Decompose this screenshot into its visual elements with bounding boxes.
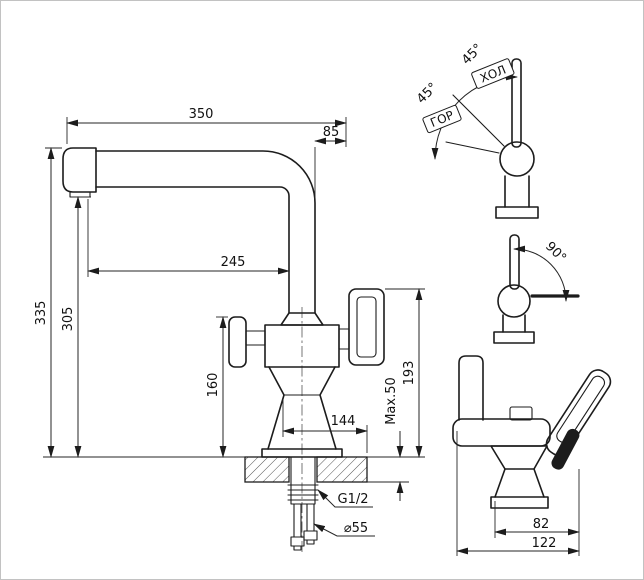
lever-edge-dark bbox=[551, 428, 580, 470]
spout-tube-outer bbox=[95, 150, 316, 314]
hose-right bbox=[306, 503, 315, 532]
dim-82-label: 82 bbox=[533, 517, 550, 532]
rotation-arc bbox=[513, 245, 570, 302]
countertop-left bbox=[244, 456, 290, 483]
hose-left bbox=[293, 503, 302, 538]
dim-245-label: 245 bbox=[221, 255, 246, 270]
spout-tube-inner bbox=[95, 186, 290, 314]
loop-handle-tilted bbox=[545, 369, 612, 457]
shank bbox=[290, 456, 316, 505]
leader-thread bbox=[317, 489, 373, 508]
countertop-right bbox=[316, 456, 368, 483]
body-right-profile bbox=[319, 366, 337, 450]
angle-45a-label: 45° bbox=[459, 41, 486, 68]
body-left-profile bbox=[267, 366, 285, 450]
top-cap bbox=[509, 406, 533, 421]
main-view: 350 85 245 335 305 160 bbox=[34, 107, 425, 553]
dim-305-label: 305 bbox=[61, 307, 76, 332]
spout-column bbox=[458, 355, 484, 421]
leader-hole bbox=[313, 523, 375, 537]
cold-tag: ХОЛ bbox=[471, 58, 515, 89]
dim-max50-label: Max.50 bbox=[384, 377, 399, 425]
base-flange bbox=[490, 496, 549, 509]
main-dimensions: 350 85 245 335 305 160 bbox=[34, 107, 425, 537]
thread-label: G1/2 bbox=[338, 492, 369, 507]
hole-label: ⌀55 bbox=[344, 521, 368, 536]
loop-inner bbox=[556, 375, 606, 443]
cold-tag-box bbox=[471, 58, 515, 89]
shank-threads bbox=[287, 484, 319, 501]
hot-tag-box bbox=[422, 104, 462, 134]
dim-335-label: 335 bbox=[34, 301, 49, 326]
valve-body bbox=[504, 175, 530, 208]
left-handle bbox=[228, 316, 247, 368]
hose-left-tip bbox=[293, 545, 302, 551]
body-cone bbox=[494, 468, 545, 498]
hose-right-fitting bbox=[303, 530, 318, 541]
base-flange bbox=[261, 448, 343, 458]
loop-handle-outer bbox=[348, 288, 385, 366]
loop-handle-neck bbox=[338, 328, 350, 350]
dim-144-label: 144 bbox=[331, 414, 356, 429]
body-upper bbox=[490, 445, 548, 470]
dim-193-label: 193 bbox=[402, 361, 417, 386]
dim-350-label: 350 bbox=[189, 107, 214, 122]
loop-handle-inner bbox=[356, 296, 377, 358]
loop-outer bbox=[545, 369, 612, 457]
left-handle-neck bbox=[245, 330, 266, 346]
angle-45b-label: 45° bbox=[414, 80, 441, 107]
angle-90-label: 90° bbox=[542, 239, 569, 266]
handle-horizontal-position bbox=[445, 141, 500, 154]
hot-tag: ГОР bbox=[422, 104, 462, 134]
dim-85-label: 85 bbox=[323, 125, 340, 140]
dim-160-label: 160 bbox=[206, 373, 221, 398]
valve-flange bbox=[493, 331, 535, 344]
hose-right-tip bbox=[306, 539, 315, 545]
front-view: 82 122 bbox=[452, 355, 612, 556]
valve-flange bbox=[495, 206, 539, 219]
rotation-view: 90° bbox=[493, 234, 580, 344]
handle-bar bbox=[452, 418, 551, 447]
angle-view: 45° 45° ХОЛ ГОР bbox=[414, 41, 539, 219]
dim-122-label: 122 bbox=[532, 536, 557, 551]
valve-body bbox=[502, 314, 526, 333]
handle-vertical bbox=[509, 234, 520, 290]
spout-head bbox=[62, 147, 97, 193]
